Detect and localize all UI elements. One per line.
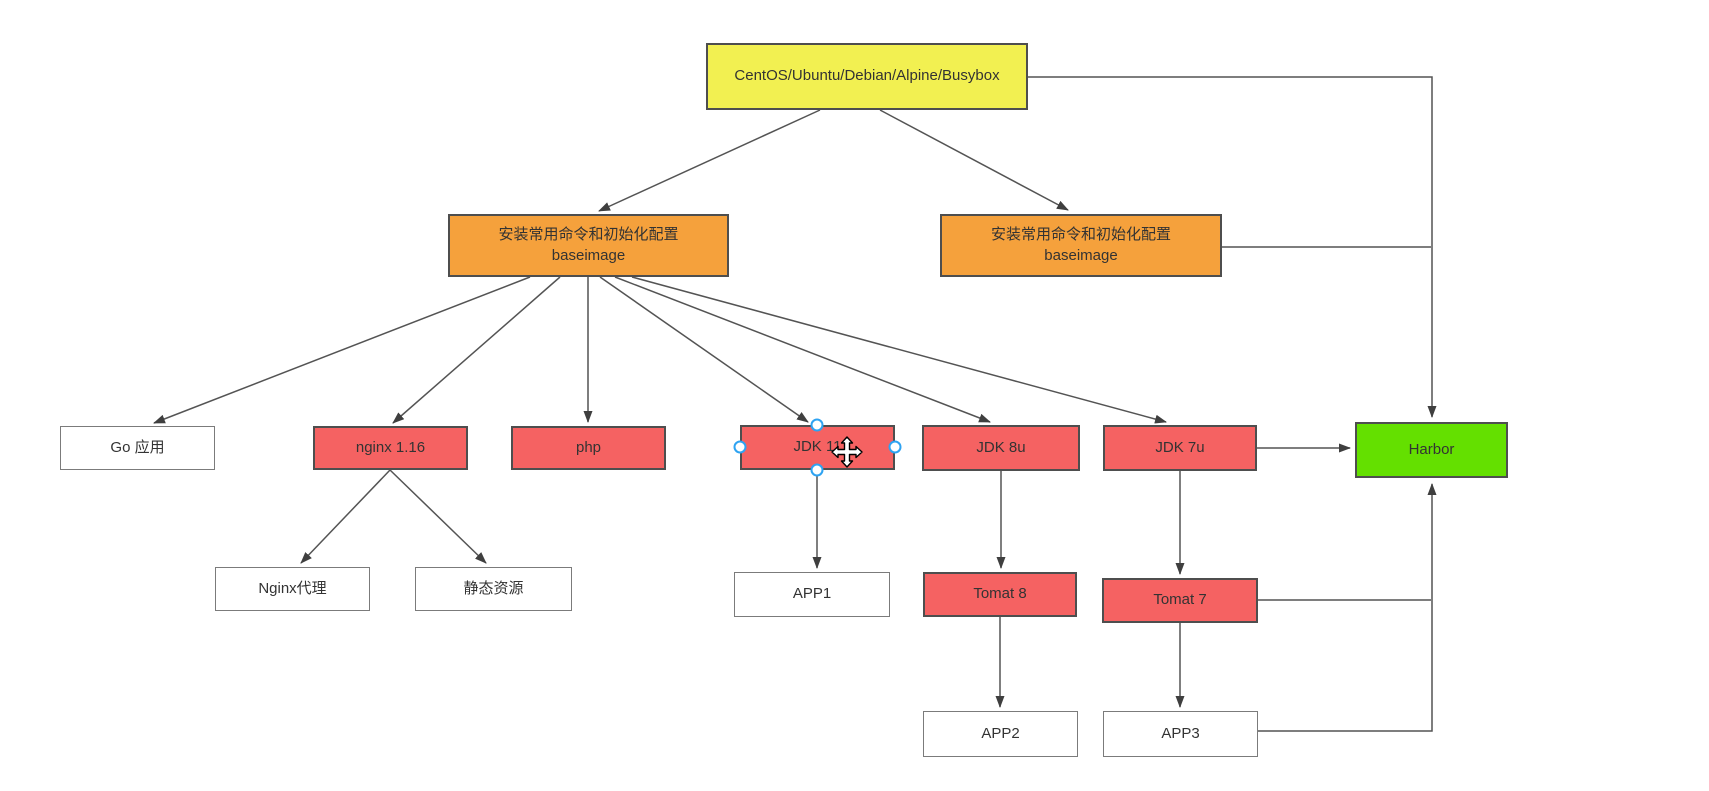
node-os-base[interactable]: CentOS/Ubuntu/Debian/Alpine/Busybox bbox=[706, 43, 1028, 110]
edge-baseimage-left-to-jdk8u[interactable] bbox=[614, 276, 991, 423]
selection-handle-top[interactable] bbox=[810, 418, 824, 432]
edge-nginx-to-nginx-proxy[interactable] bbox=[300, 469, 391, 564]
selection-handle-left[interactable] bbox=[733, 440, 747, 454]
selection-handle-right[interactable] bbox=[888, 440, 902, 454]
node-tomat8[interactable]: Tomat 8 bbox=[923, 572, 1077, 617]
node-jdk7u[interactable]: JDK 7u bbox=[1103, 425, 1257, 471]
node-nginx-proxy[interactable]: Nginx代理 bbox=[215, 567, 370, 611]
selection-handle-bottom[interactable] bbox=[810, 463, 824, 477]
edge-baseimage-left-to-jdk7u[interactable] bbox=[631, 276, 1167, 424]
edge-os-to-baseimage-left[interactable] bbox=[598, 109, 821, 212]
node-app3[interactable]: APP3 bbox=[1103, 711, 1258, 757]
edge-os-to-baseimage-right[interactable] bbox=[879, 109, 1069, 211]
node-go-app[interactable]: Go 应用 bbox=[60, 426, 215, 470]
edge-os-to-harbor-top[interactable] bbox=[1028, 76, 1437, 418]
node-app2[interactable]: APP2 bbox=[923, 711, 1078, 757]
edge-app3-to-harbor-bottom[interactable] bbox=[1258, 483, 1437, 732]
node-baseimage-left[interactable]: 安装常用命令和初始化配置 baseimage bbox=[448, 214, 729, 277]
node-app1[interactable]: APP1 bbox=[734, 572, 890, 617]
node-static-assets[interactable]: 静态资源 bbox=[415, 567, 572, 611]
edge-nginx-to-static-assets[interactable] bbox=[389, 469, 487, 564]
node-baseimage-left-line1: 安装常用命令和初始化配置 bbox=[498, 226, 679, 244]
node-baseimage-left-line2: baseimage bbox=[551, 246, 626, 264]
edge-baseimage-left-to-nginx[interactable] bbox=[392, 276, 561, 424]
node-baseimage-right[interactable]: 安装常用命令和初始化配置 baseimage bbox=[940, 214, 1222, 277]
node-nginx[interactable]: nginx 1.16 bbox=[313, 426, 468, 470]
node-harbor[interactable]: Harbor bbox=[1355, 422, 1508, 478]
node-tomat7[interactable]: Tomat 7 bbox=[1102, 578, 1258, 623]
node-php[interactable]: php bbox=[511, 426, 666, 470]
move-cursor-icon bbox=[831, 436, 863, 468]
edge-baseimage-left-to-jdk11[interactable] bbox=[599, 276, 809, 423]
node-jdk8u[interactable]: JDK 8u bbox=[922, 425, 1080, 471]
node-baseimage-right-line1: 安装常用命令和初始化配置 bbox=[990, 226, 1171, 244]
node-baseimage-right-line2: baseimage bbox=[1044, 246, 1118, 264]
edge-baseimage-left-to-go-app[interactable] bbox=[153, 276, 531, 424]
